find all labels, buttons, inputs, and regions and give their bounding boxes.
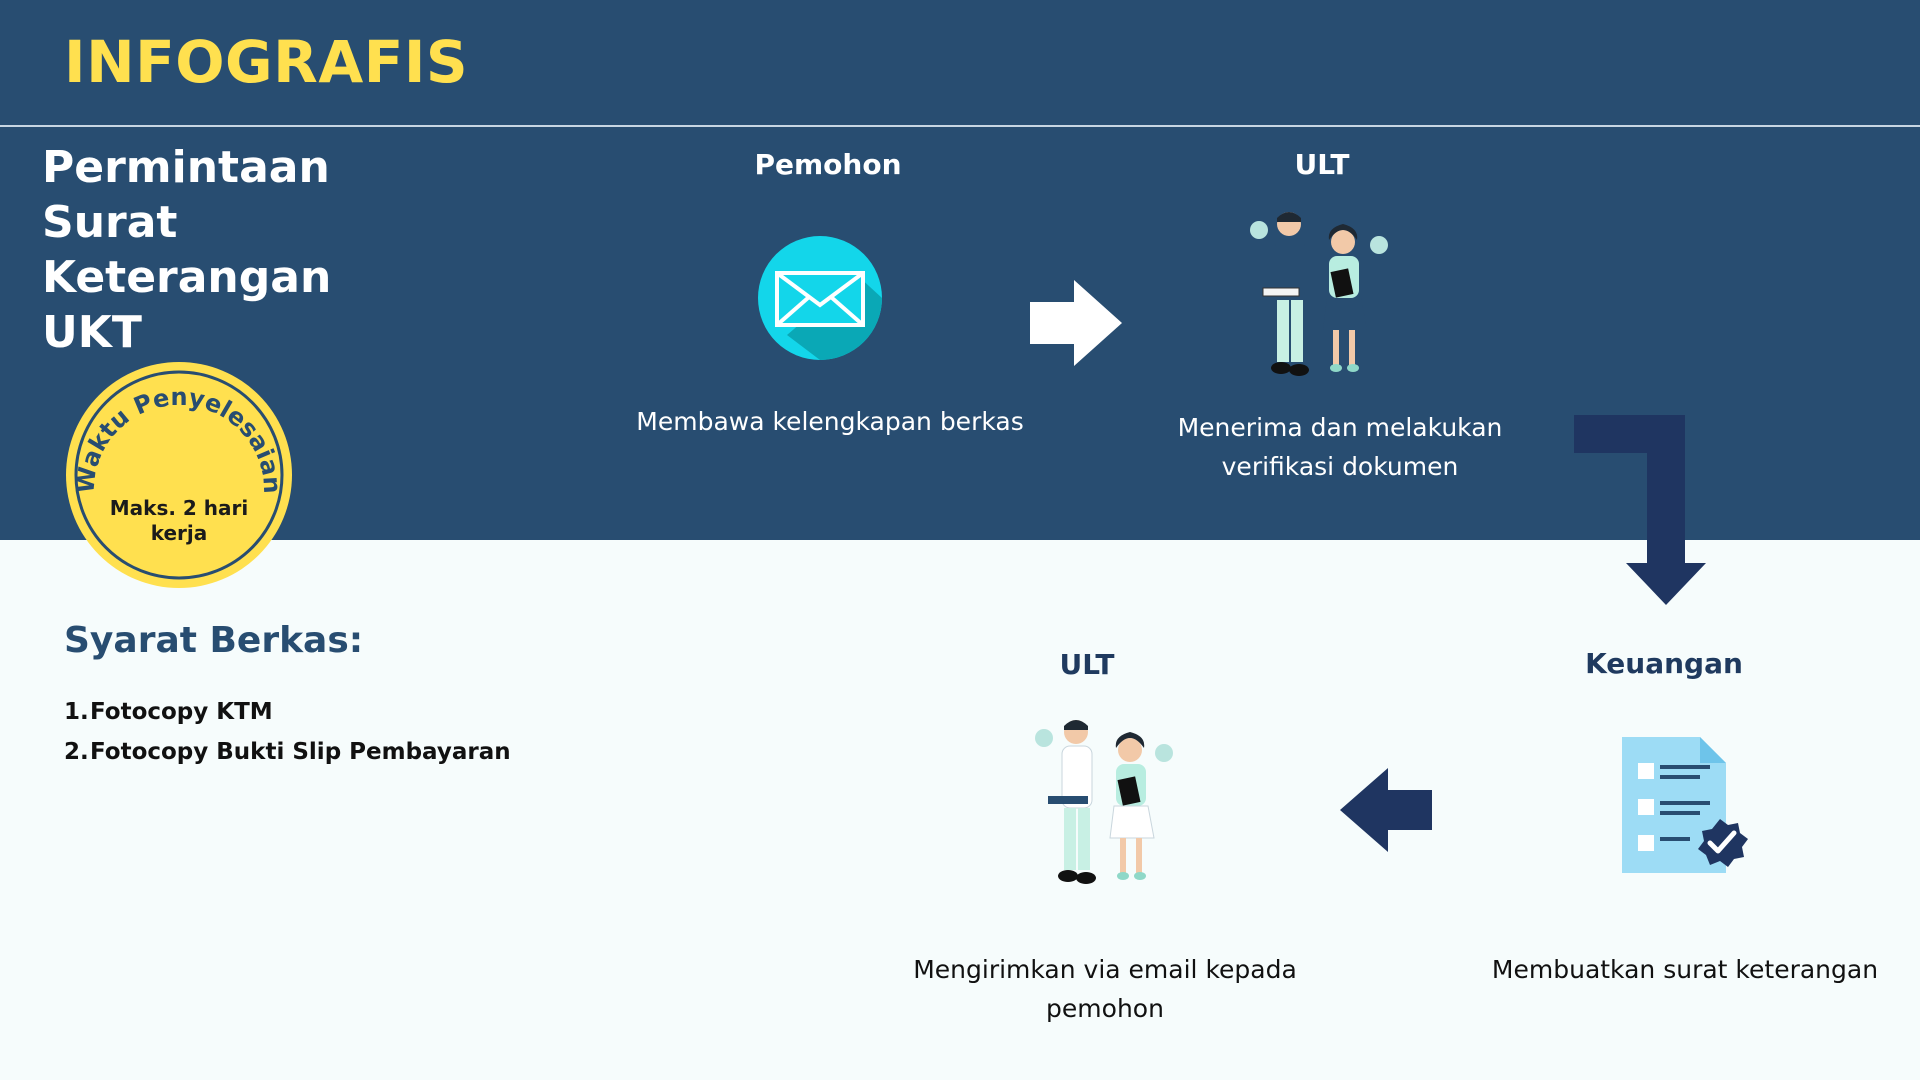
requirement-item: 1.Fotocopy KTM	[64, 692, 511, 732]
step-3-actor: Keuangan	[1585, 647, 1743, 680]
step-4-description: Mengirimkan via email kepada pemohon	[913, 955, 1297, 1023]
header-divider	[0, 125, 1920, 127]
requirements-list: 1.Fotocopy KTM 2.Fotocopy Bukti Slip Pem…	[64, 692, 511, 772]
badge-text: Maks. 2 hari kerja	[109, 496, 249, 545]
requirement-number: 1.	[64, 699, 89, 725]
requirement-number: 2.	[64, 739, 89, 765]
completion-time-badge: Waktu Penyelesaian	[66, 362, 292, 588]
step-2-description: Menerima dan melakukan verifikasi dokume…	[1177, 413, 1503, 481]
verified-document-icon	[1622, 737, 1748, 873]
step-2-actor: ULT	[1294, 148, 1350, 181]
badge-ring	[74, 370, 284, 580]
arrow-left-icon	[1340, 768, 1432, 852]
step-4-actor: ULT	[1059, 648, 1115, 681]
arrow-down-elbow-icon	[1574, 415, 1706, 605]
step-1-actor: Pemohon	[754, 148, 902, 181]
arrow-right-icon	[1030, 280, 1122, 366]
badge-outer-circle	[66, 362, 292, 588]
requirement-text: Fotocopy Bukti Slip Pembayaran	[90, 739, 511, 765]
step-1-description: Membawa kelengkapan berkas	[636, 407, 1024, 436]
bottom-panel	[0, 540, 1920, 1080]
requirement-item: 2.Fotocopy Bukti Slip Pembayaran	[64, 732, 511, 772]
requirements-heading: Syarat Berkas:	[64, 620, 364, 661]
page-title: Permintaan Surat Keterangan UKT	[42, 142, 332, 358]
staff-people-icon	[1035, 720, 1173, 884]
email-icon	[758, 236, 882, 360]
step-3-description: Membuatkan surat keterangan	[1491, 955, 1879, 984]
requirement-text: Fotocopy KTM	[90, 699, 273, 725]
brand-title: INFOGRAFIS	[64, 28, 469, 96]
staff-people-icon	[1250, 212, 1388, 376]
